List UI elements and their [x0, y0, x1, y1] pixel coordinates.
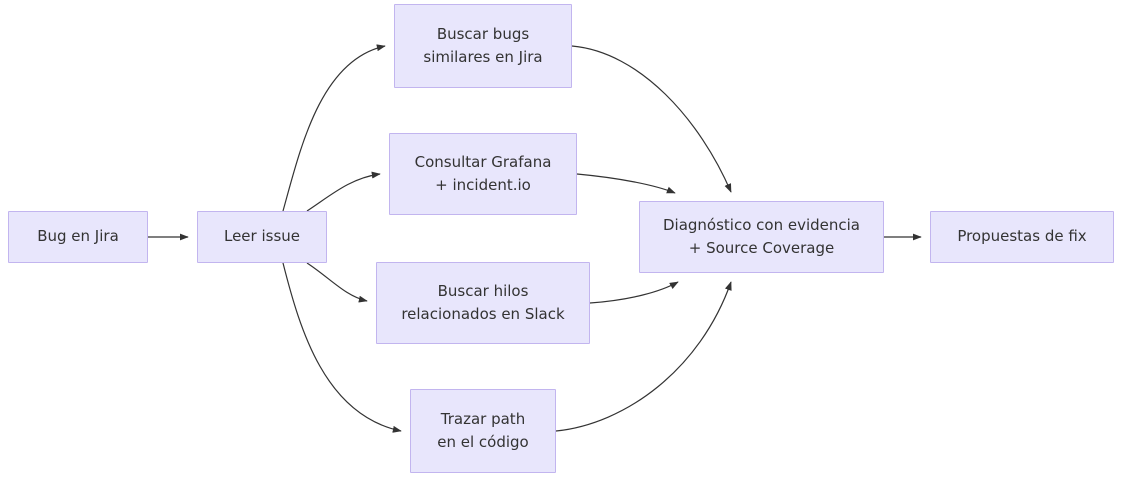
edge-buscar-bugs-jira-to-diagnostico [571, 45, 732, 193]
node-label-line: Propuestas de fix [957, 227, 1087, 246]
node-label-line: Consultar Grafana [414, 152, 552, 171]
node-propuestas-de-fix[interactable]: Propuestas de fix [930, 211, 1114, 263]
node-label-line: similares en Jira [423, 48, 543, 66]
edge-buscar-hilos-slack-to-diagnostico [589, 281, 679, 304]
node-label-line: Leer issue [223, 227, 301, 246]
node-label-line: Bug en Jira [37, 227, 119, 246]
node-label-line: Buscar bugs [436, 24, 530, 43]
node-label-line: en el código [437, 433, 529, 451]
edge-leer-issue-to-buscar-bugs-jira [282, 44, 386, 212]
node-leer-issue[interactable]: Leer issue [197, 211, 327, 263]
node-label-line: + Source Coverage [688, 239, 835, 257]
edge-leer-issue-to-consultar-grafana [306, 171, 381, 212]
node-label-line: relacionados en Slack [401, 305, 565, 323]
node-label-line: Buscar hilos [437, 281, 529, 300]
node-label-line: + incident.io [435, 176, 531, 194]
node-diagnostico-con-evidencia-source-coverage[interactable]: Diagnóstico con evidencia + Source Covera… [639, 201, 884, 273]
node-buscar-bugs-similares-en-jira[interactable]: Buscar bugs similares en Jira [394, 4, 572, 88]
node-bug-en-jira[interactable]: Bug en Jira [8, 211, 148, 263]
edge-consultar-grafana-to-diagnostico [576, 173, 676, 194]
node-consultar-grafana-incident-io[interactable]: Consultar Grafana + incident.io [389, 133, 577, 215]
node-label-line: Diagnóstico con evidencia [662, 215, 860, 234]
node-trazar-path-en-el-codigo[interactable]: Trazar path en el código [410, 389, 556, 473]
node-label-line: Trazar path [440, 409, 526, 428]
edge-leer-issue-to-buscar-hilos-slack [306, 262, 368, 303]
node-buscar-hilos-relacionados-en-slack[interactable]: Buscar hilos relacionados en Slack [376, 262, 590, 344]
